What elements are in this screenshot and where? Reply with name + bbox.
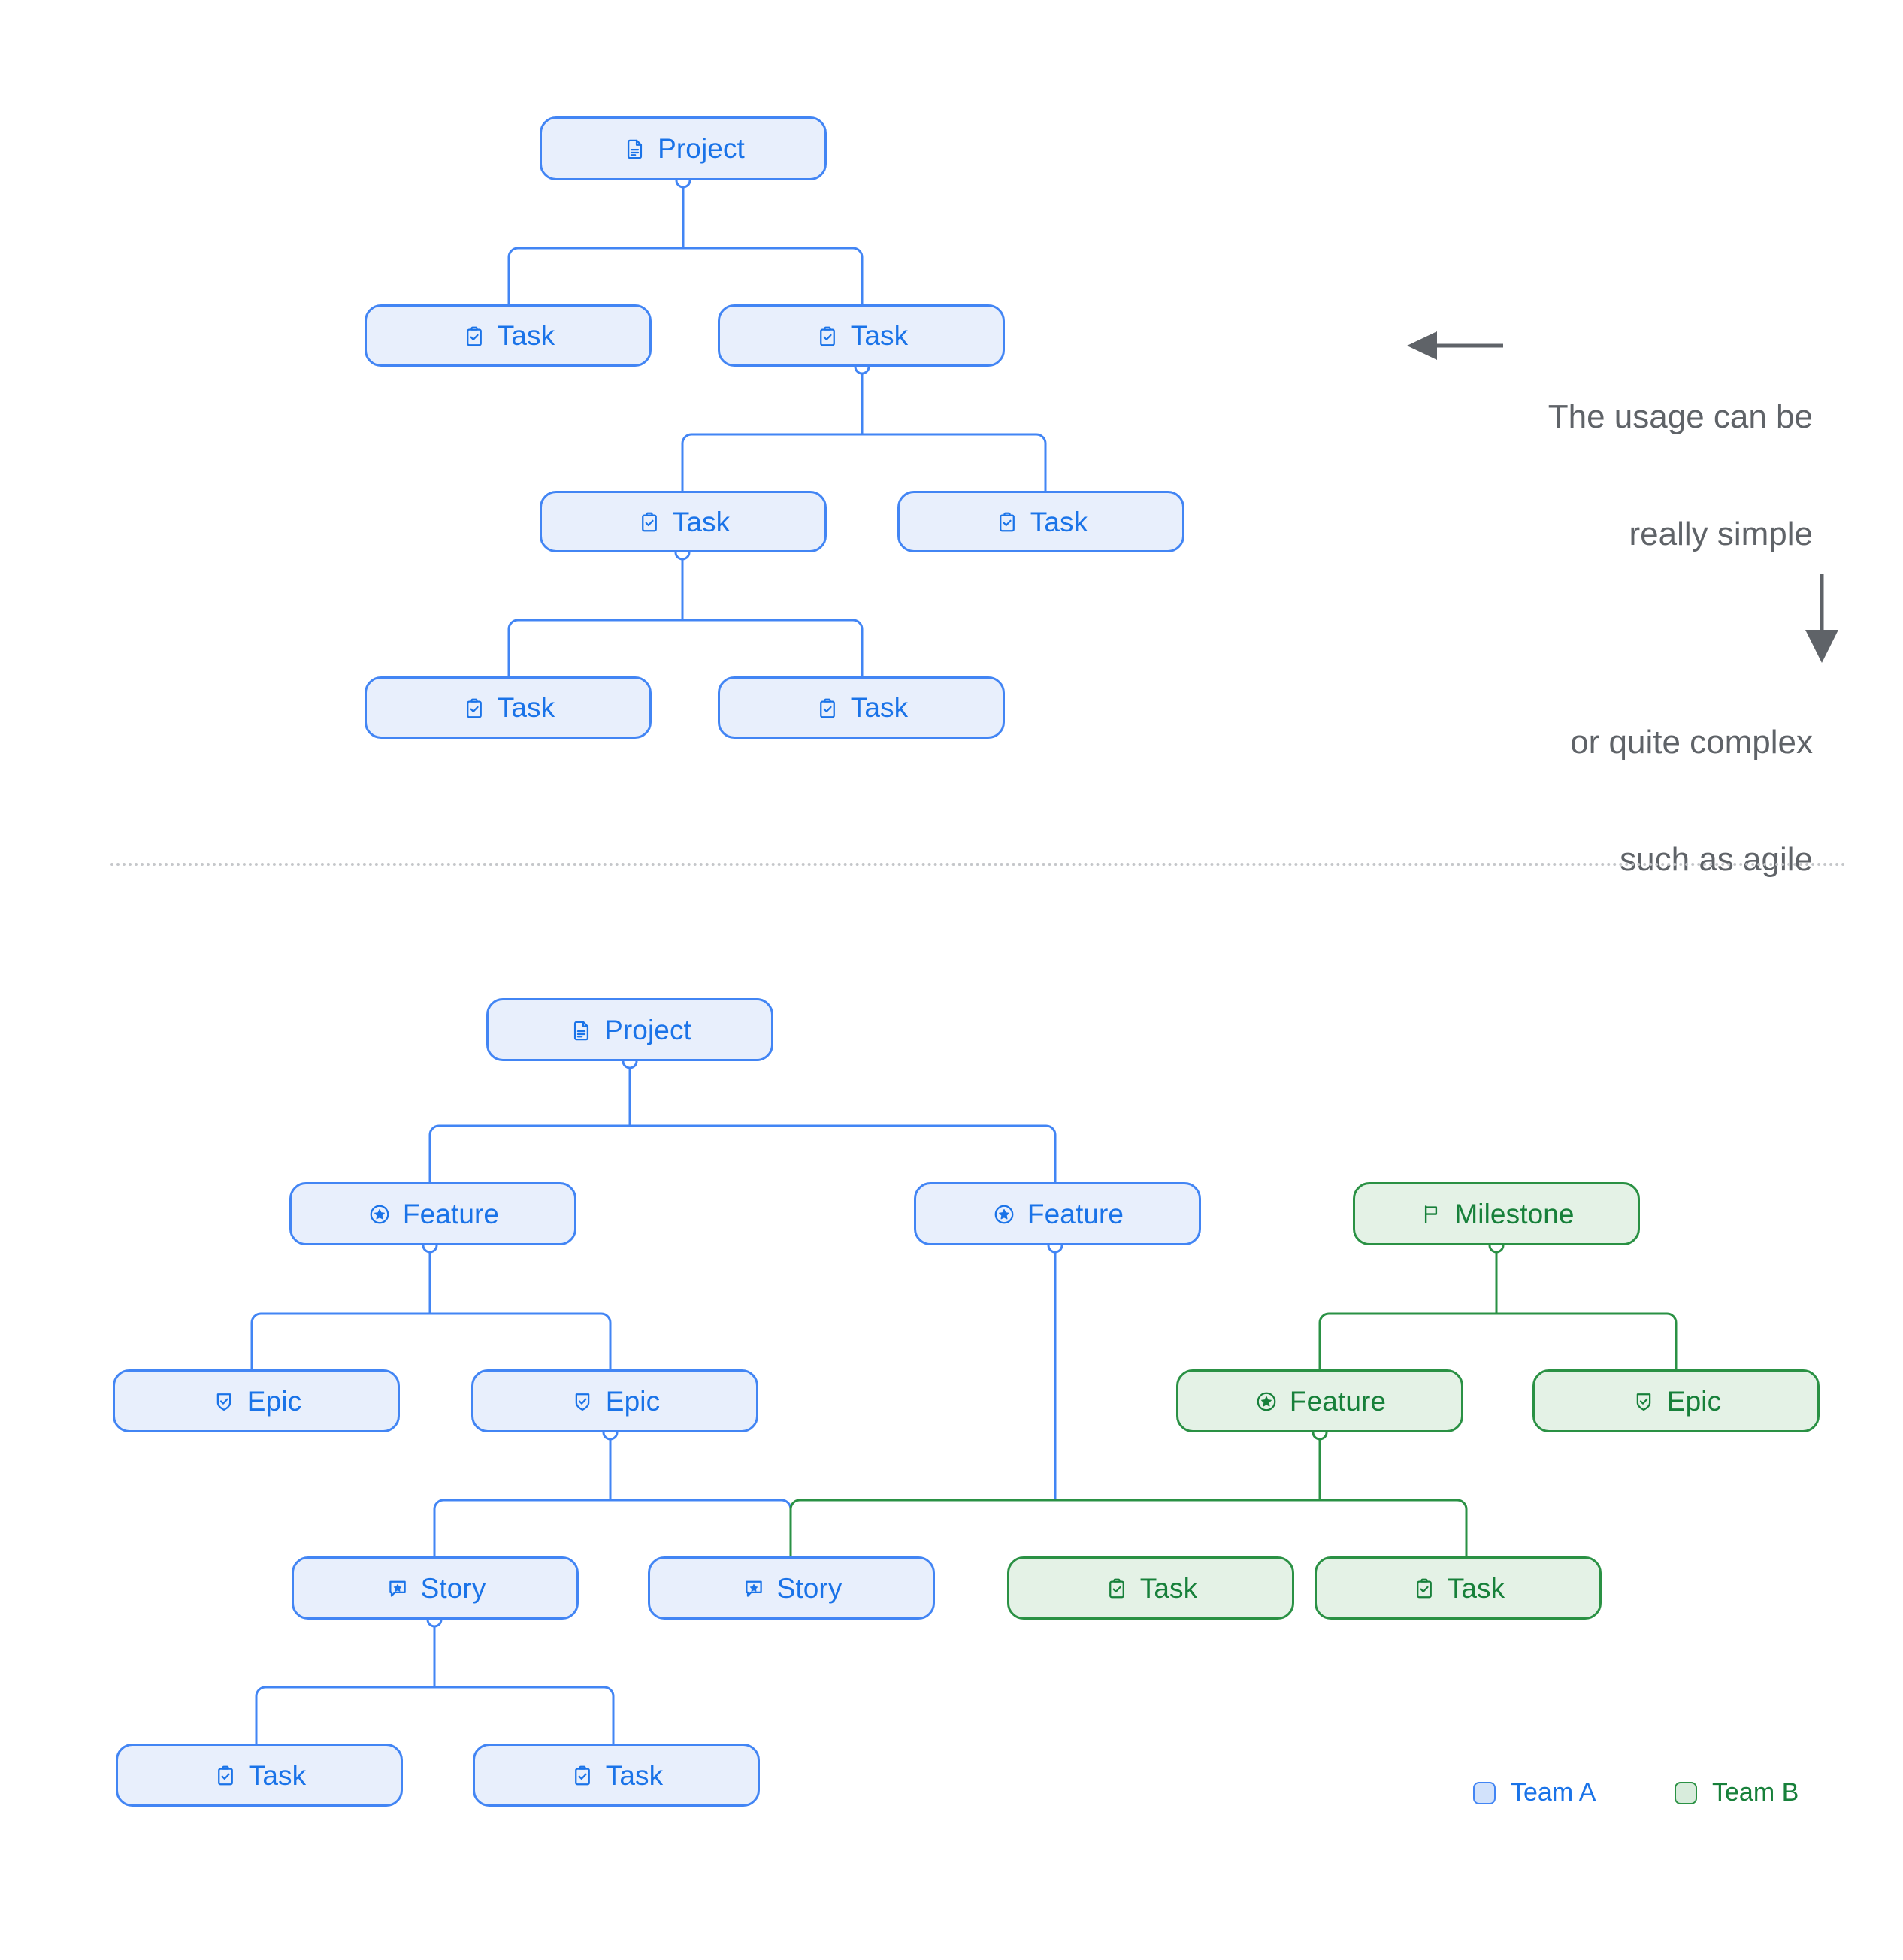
green-square-swatch [1675, 1781, 1697, 1804]
node-label: Epic [605, 1385, 661, 1417]
node-agile-task-1[interactable]: Task [1007, 1556, 1294, 1620]
node-task-2[interactable]: Task [718, 304, 1005, 367]
node-label: Task [1030, 506, 1088, 537]
node-label: Task [1139, 1572, 1198, 1604]
node-label: Task [605, 1759, 664, 1791]
node-label: Story [776, 1572, 843, 1604]
node-label: Project [658, 133, 745, 164]
clipboard-check-icon [1411, 1576, 1437, 1602]
node-milestone[interactable]: Milestone [1353, 1182, 1640, 1245]
node-label: Task [497, 692, 555, 723]
node-feature-1[interactable]: Feature [289, 1182, 576, 1245]
clipboard-check-icon [815, 324, 840, 349]
clipboard-check-icon [461, 696, 487, 721]
annotation-line-3: or quite complex [1570, 724, 1813, 761]
node-label: Task [1447, 1572, 1505, 1604]
node-epic-2[interactable]: Epic [471, 1369, 758, 1432]
shield-check-icon [570, 1389, 595, 1414]
node-feature-3[interactable]: Feature [1176, 1369, 1463, 1432]
node-label: Feature [402, 1198, 500, 1230]
node-agile-task-3[interactable]: Task [116, 1744, 403, 1807]
annotation-text-block: The usage can be really simple or quite … [1392, 319, 1813, 957]
clipboard-check-icon [213, 1763, 238, 1789]
node-agile-task-4[interactable]: Task [473, 1744, 760, 1807]
node-feature-2[interactable]: Feature [914, 1182, 1201, 1245]
document-icon [568, 1018, 594, 1043]
node-label: Feature [1027, 1198, 1124, 1230]
node-label: Project [604, 1014, 691, 1045]
node-task-3[interactable]: Task [540, 491, 827, 552]
clipboard-check-icon [461, 324, 487, 349]
node-task-4[interactable]: Task [897, 491, 1184, 552]
comment-star-icon [741, 1576, 767, 1602]
clipboard-check-icon [1104, 1576, 1130, 1602]
legend-team-b[interactable]: Team B [1675, 1778, 1799, 1807]
annotation-line-1: The usage can be [1548, 398, 1813, 435]
node-label: Task [850, 320, 909, 351]
node-task-1[interactable]: Task [365, 304, 652, 367]
shield-check-icon [1631, 1389, 1656, 1414]
node-label: Task [497, 320, 555, 351]
star-circle-icon [1254, 1389, 1279, 1414]
clipboard-check-icon [637, 510, 662, 535]
node-label: Milestone [1454, 1198, 1575, 1230]
clipboard-check-icon [570, 1763, 595, 1789]
node-label: Task [850, 692, 909, 723]
legend-team-b-label: Team B [1712, 1778, 1799, 1807]
legend-team-a[interactable]: Team A [1473, 1778, 1596, 1807]
star-circle-icon [991, 1202, 1017, 1227]
node-task-6[interactable]: Task [718, 676, 1005, 739]
section-divider [110, 863, 1847, 866]
shield-check-icon [211, 1389, 237, 1414]
node-label: Story [420, 1572, 486, 1604]
node-epic-3[interactable]: Epic [1532, 1369, 1820, 1432]
star-circle-icon [367, 1202, 392, 1227]
node-task-5[interactable]: Task [365, 676, 652, 739]
node-agile-task-2[interactable]: Task [1315, 1556, 1602, 1620]
document-icon [622, 137, 647, 162]
node-label: Epic [1666, 1385, 1722, 1417]
comment-star-icon [385, 1576, 410, 1602]
node-story-1[interactable]: Story [292, 1556, 579, 1620]
node-label: Task [248, 1759, 307, 1791]
legend-team-a-label: Team A [1511, 1778, 1596, 1807]
clipboard-check-icon [815, 696, 840, 721]
annotation-line-4: such as agile [1620, 840, 1813, 878]
node-project[interactable]: Project [540, 116, 827, 180]
node-label: Task [672, 506, 731, 537]
flag-icon [1418, 1202, 1444, 1227]
node-label: Epic [247, 1385, 302, 1417]
node-story-2[interactable]: Story [648, 1556, 935, 1620]
blue-square-swatch [1473, 1781, 1496, 1804]
clipboard-check-icon [994, 510, 1020, 535]
node-epic-1[interactable]: Epic [113, 1369, 400, 1432]
annotation-line-2: really simple [1629, 515, 1813, 552]
node-label: Feature [1289, 1385, 1387, 1417]
node-agile-project[interactable]: Project [486, 998, 773, 1061]
